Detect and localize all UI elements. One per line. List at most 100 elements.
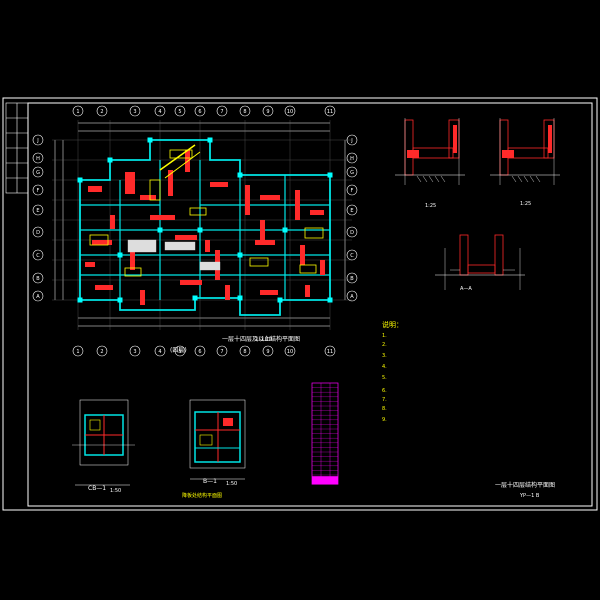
note-line: 3. xyxy=(382,353,387,359)
small-plan-slab xyxy=(89,419,101,431)
beam-mark xyxy=(300,245,305,265)
column xyxy=(77,177,83,183)
axis-label: H xyxy=(350,156,354,162)
slab-label-1-scale: 1:50 xyxy=(110,488,121,494)
section-wall xyxy=(494,234,504,276)
axis-bubble xyxy=(32,290,44,302)
axis-label: G xyxy=(350,170,354,176)
slab-label-box xyxy=(249,257,269,267)
axis-label: 6 xyxy=(198,109,201,115)
hatch-line xyxy=(428,175,434,183)
axis-bubble xyxy=(174,105,186,117)
beam-mark xyxy=(210,182,228,187)
axis-label: 7 xyxy=(220,349,223,355)
axis-bubble xyxy=(32,152,44,164)
small-plan-caption: 降板处结构平面图 xyxy=(182,492,222,499)
slab-label-box xyxy=(299,264,317,274)
axis-bubble xyxy=(284,105,296,117)
axis-bubble xyxy=(324,345,336,357)
small-plan-slab xyxy=(199,434,213,446)
detail-rebar xyxy=(548,125,552,153)
axis-bubble xyxy=(346,184,358,196)
axis-bubble xyxy=(262,105,274,117)
sheet-border xyxy=(2,97,598,511)
axis-label: 4 xyxy=(158,349,161,355)
detail-wall xyxy=(499,119,509,176)
axis-label: 5 xyxy=(178,349,181,355)
slab-label-1: CB—1 xyxy=(88,485,106,492)
axis-label: 2 xyxy=(100,109,103,115)
hatch-line xyxy=(517,175,523,183)
axis-label: E xyxy=(350,208,353,214)
hatch-line xyxy=(422,175,428,183)
axis-label: D xyxy=(36,230,40,236)
column xyxy=(327,297,333,303)
axis-bubble xyxy=(32,166,44,178)
bottom-right-code: YP—1 B xyxy=(519,493,540,499)
beam-mark xyxy=(125,172,135,194)
note-line: 2. xyxy=(382,342,387,348)
column xyxy=(237,172,243,178)
axis-bubble xyxy=(96,345,108,357)
axis-bubble xyxy=(346,134,358,146)
section-mark: A—A xyxy=(460,286,472,292)
beam-mark xyxy=(245,185,250,215)
axis-bubble xyxy=(96,105,108,117)
axis-bubble xyxy=(32,204,44,216)
floor-table xyxy=(311,382,339,485)
slab-label-box xyxy=(89,234,109,246)
axis-bubble xyxy=(284,345,296,357)
axis-bubble xyxy=(72,345,84,357)
axis-bubble xyxy=(32,249,44,261)
building-outline xyxy=(79,139,331,316)
column xyxy=(282,227,288,233)
note-line: 1. xyxy=(382,333,387,339)
beam-mark xyxy=(168,170,173,196)
column xyxy=(192,295,198,301)
small-plan-rebar xyxy=(223,418,233,426)
main-plan-scale: 1:100 xyxy=(255,336,272,343)
beam-mark xyxy=(88,186,102,192)
slab-label-2-scale: 1:50 xyxy=(226,481,237,487)
slab-label-box xyxy=(304,227,324,239)
general-notes: 说明： 1. 2. 3. 4. 5. 6. 7. 8. 9. xyxy=(382,320,403,423)
slab-label-2: B—1 xyxy=(203,478,217,485)
column xyxy=(237,252,243,258)
axis-label: 7 xyxy=(220,109,223,115)
axis-label: B xyxy=(350,276,354,282)
axis-label: 10 xyxy=(287,349,293,355)
beam-mark xyxy=(92,240,112,245)
beam-mark xyxy=(95,285,113,290)
axis-bubble xyxy=(346,204,358,216)
detail-rebar xyxy=(453,125,457,153)
axis-label: 6 xyxy=(198,349,201,355)
hatch-line xyxy=(511,175,517,183)
column xyxy=(157,227,163,233)
column xyxy=(197,227,203,233)
axis-bubble xyxy=(32,272,44,284)
elevator-shaft xyxy=(199,261,221,271)
hatch-line xyxy=(416,175,422,183)
axis-label: 8 xyxy=(243,349,246,355)
axis-label: 11 xyxy=(327,349,333,355)
hatch-line xyxy=(535,175,541,183)
axis-bubble xyxy=(154,345,166,357)
note-line: 6. xyxy=(382,388,387,394)
detail-rebar xyxy=(407,150,419,158)
beam-mark xyxy=(260,290,278,295)
beam-mark xyxy=(320,260,325,275)
column xyxy=(207,137,213,143)
beam-mark xyxy=(260,195,280,200)
column xyxy=(117,297,123,303)
slab-label-box xyxy=(149,179,161,201)
axis-label: 8 xyxy=(243,109,246,115)
axis-label: C xyxy=(36,253,40,259)
axis-label: C xyxy=(350,253,354,259)
hatch-line xyxy=(434,175,440,183)
axis-bubble xyxy=(174,345,186,357)
slab-label-box xyxy=(169,149,193,159)
axis-label: 1 xyxy=(76,349,79,355)
beam-mark xyxy=(310,210,324,215)
